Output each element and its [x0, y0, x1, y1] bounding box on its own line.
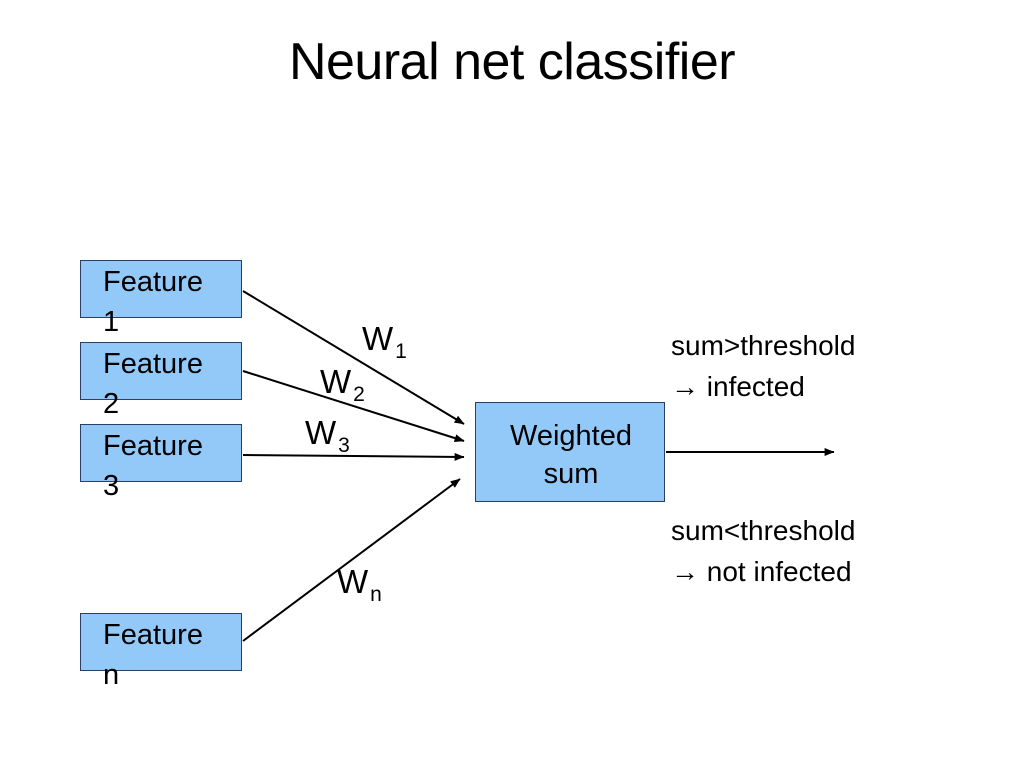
weight-label-n: Wn	[337, 563, 382, 605]
node-feature-1[interactable]: Feature 1	[80, 260, 242, 338]
weight-label-3: W3	[305, 414, 350, 456]
page-title: Neural net classifier	[288, 33, 736, 91]
node-feature-3-label: Feature 3	[103, 430, 203, 502]
weight-label-2-subscript: 2	[353, 383, 365, 406]
node-feature-n-label: Feature n	[103, 619, 203, 691]
node-weighted-sum[interactable]: Weighted sum	[475, 402, 665, 502]
weight-label-3-subscript: 3	[338, 434, 350, 457]
weight-label-3-base: W	[305, 414, 337, 451]
weight-label-1-subscript: 1	[395, 340, 407, 363]
weight-label-1-base: W	[362, 320, 394, 357]
node-feature-n[interactable]: Feature n	[80, 613, 242, 691]
node-weighted-sum-label: Weighted sum	[510, 420, 632, 490]
connector-feature-n	[242, 478, 461, 642]
connector-feature-3	[242, 452, 465, 461]
weight-label-2-base: W	[320, 363, 352, 400]
weight-label-2: W2	[320, 363, 365, 405]
weight-label-1: W1	[362, 320, 407, 362]
weight-label-n-subscript: n	[370, 583, 382, 606]
node-feature-2-label: Feature 2	[103, 348, 203, 420]
node-feature-3[interactable]: Feature 3	[80, 424, 242, 502]
node-feature-2[interactable]: Feature 2	[80, 342, 242, 420]
node-feature-1-label: Feature 1	[103, 266, 203, 338]
weight-label-n-base: W	[337, 563, 369, 600]
outcome-positive-text: sum>threshold → infected	[671, 330, 856, 402]
outcome-negative-text: sum<threshold → not infected	[671, 515, 856, 587]
